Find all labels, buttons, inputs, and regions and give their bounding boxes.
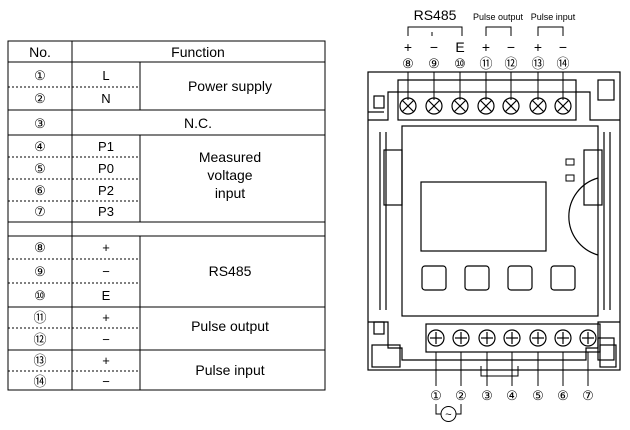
row-number: ② xyxy=(34,91,46,106)
row-code: P3 xyxy=(98,204,114,219)
key-button xyxy=(421,265,447,291)
function-power-supply: Power supply xyxy=(188,78,272,94)
terminal-number-bottom: ⑥ xyxy=(557,388,569,403)
row-code: P1 xyxy=(98,139,114,154)
terminal-function-table: No. Function ① ② ③ ④ ⑤ ⑥ ⑦ ⑧ ⑨ ⑩ ⑪ ⑫ ⑬ ⑭… xyxy=(7,40,326,391)
row-number: ⑬ xyxy=(33,353,46,368)
meter-housing xyxy=(367,71,621,371)
row-code: − xyxy=(102,374,110,389)
row-number: ③ xyxy=(34,116,46,131)
terminal-number-bottom: ⑤ xyxy=(532,388,544,403)
terminal-number-top: ⑭ xyxy=(556,56,569,71)
bottom-leader-lines xyxy=(435,352,589,386)
row-number: ① xyxy=(34,68,46,83)
row-number: ⑦ xyxy=(34,204,46,219)
key-button xyxy=(464,265,490,291)
top-leader-lines xyxy=(407,72,564,100)
lcd-display xyxy=(420,181,547,252)
top-sign: + xyxy=(482,39,490,55)
terminal-number-top: ⑩ xyxy=(454,56,466,71)
terminal-number-bottom: ④ xyxy=(506,388,518,403)
terminal-number-top: ⑨ xyxy=(428,56,440,71)
row-code: − xyxy=(102,264,110,279)
row-number: ⑫ xyxy=(33,332,46,347)
row-number: ④ xyxy=(34,139,46,154)
row-number: ⑥ xyxy=(34,183,46,198)
terminal-number-top: ⑫ xyxy=(504,56,517,71)
function-pulse-output: Pulse output xyxy=(191,318,269,334)
led-indicator xyxy=(565,158,575,166)
top-label-brackets xyxy=(407,26,564,36)
ac-symbol: ~ xyxy=(445,409,451,421)
row-number: ⑩ xyxy=(34,288,46,303)
row-code: P0 xyxy=(98,161,114,176)
row-code: P2 xyxy=(98,183,114,198)
function-measured-line3: input xyxy=(215,185,245,201)
top-sign: − xyxy=(507,39,515,55)
row-code: L xyxy=(102,68,109,83)
label-rs485: RS485 xyxy=(414,7,457,23)
terminal-number-top: ⑪ xyxy=(479,56,492,71)
ac-supply-connector xyxy=(435,404,462,422)
led-indicator xyxy=(565,174,575,182)
top-sign: + xyxy=(404,39,412,55)
function-pulse-input: Pulse input xyxy=(195,362,264,378)
top-sign: + xyxy=(534,39,542,55)
row-code: + xyxy=(102,353,110,368)
row-dividers xyxy=(8,86,140,372)
label-pulse-output: Pulse output xyxy=(473,12,524,22)
terminal-number-bottom: ② xyxy=(455,388,467,403)
row-code: N xyxy=(101,91,110,106)
header-no: No. xyxy=(29,44,51,60)
label-pulse-input: Pulse input xyxy=(531,12,576,22)
row-code: + xyxy=(102,310,110,325)
row-code: − xyxy=(102,332,110,347)
function-rs485: RS485 xyxy=(209,263,252,279)
terminal-number-top: ⑬ xyxy=(531,56,544,71)
row-number: ⑧ xyxy=(34,240,46,255)
row-number: ⑨ xyxy=(34,264,46,279)
top-terminal-screws xyxy=(397,91,577,121)
row-number: ⑤ xyxy=(34,161,46,176)
top-sign: − xyxy=(430,39,438,55)
top-sign: E xyxy=(455,39,464,55)
function-measured-line1: Measured xyxy=(199,149,261,165)
ac-source-icon xyxy=(440,406,457,422)
function-measured-line2: voltage xyxy=(207,167,252,183)
row-number: ⑭ xyxy=(33,374,46,389)
function-nc: N.C. xyxy=(184,115,212,131)
row-number: ⑪ xyxy=(33,310,46,325)
header-function: Function xyxy=(171,44,225,60)
terminal-number-bottom: ① xyxy=(430,388,442,403)
table-border xyxy=(7,40,326,391)
terminal-number-bottom: ③ xyxy=(481,388,493,403)
row-code: + xyxy=(102,240,110,255)
top-sign: − xyxy=(559,39,567,55)
bottom-terminal-screws xyxy=(425,323,601,353)
terminal-number-bottom: ⑦ xyxy=(582,388,594,403)
terminal-number-top: ⑧ xyxy=(402,56,414,71)
key-button xyxy=(507,265,533,291)
row-code: E xyxy=(102,288,111,303)
key-button xyxy=(550,265,576,291)
